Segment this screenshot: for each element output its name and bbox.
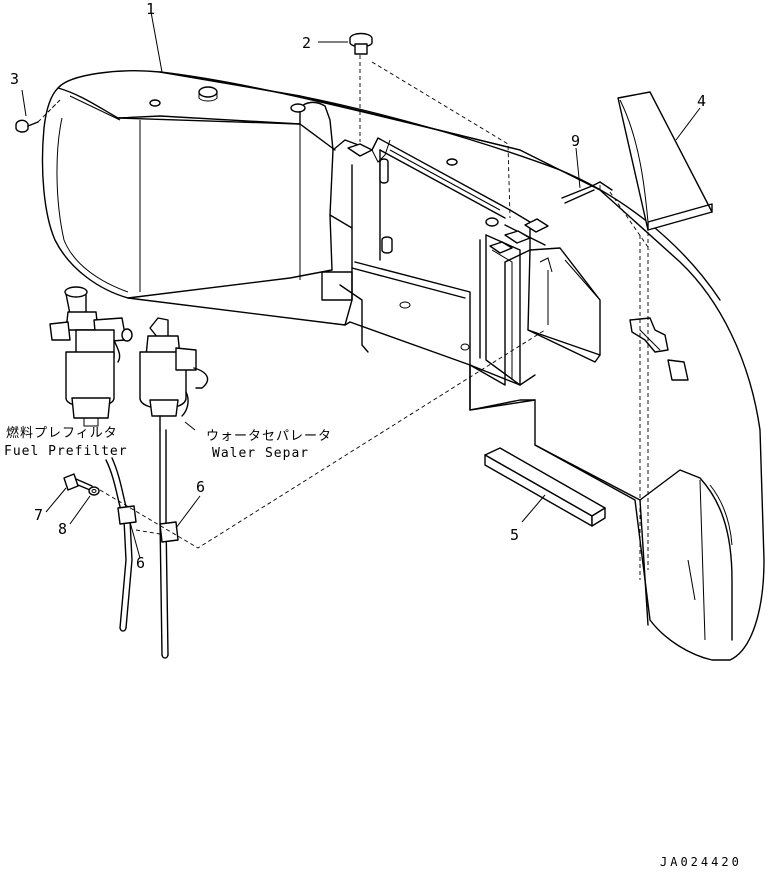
alignment-dashed-lines [37, 55, 651, 580]
water-separator-label-en: Waler Separ [212, 446, 309, 461]
plate-part-4 [617, 91, 713, 231]
callout-8: 8 [58, 520, 67, 538]
plug-part-2 [349, 32, 373, 55]
callout-3: 3 [10, 70, 19, 88]
callout-6-prefilter-hose: 6 [136, 554, 145, 572]
drawing-code: JA024420 [660, 855, 742, 869]
hoses-and-clamps [105, 429, 179, 659]
fuel-prefilter-label-en: Fuel Prefilter [4, 444, 128, 459]
fuel-prefilter-label-jp: 燃料プレフィルタ [6, 425, 118, 441]
bolt-part-7 [63, 473, 93, 491]
callout-5: 5 [510, 526, 519, 544]
callout-1: 1 [146, 0, 155, 18]
leader-lines [21, 11, 701, 559]
callout-9: 9 [571, 132, 580, 150]
callout-6-water-separator-hose: 6 [196, 478, 205, 496]
cover-assembly [41, 70, 765, 661]
callout-7: 7 [34, 506, 43, 524]
callout-2: 2 [302, 34, 311, 52]
water-separator-label-jp: ウォータセパレータ [206, 429, 332, 444]
block-part-5 [484, 447, 606, 527]
rod-part-9 [561, 181, 613, 204]
fuel-prefilter-assembly [49, 286, 133, 427]
water-separator-assembly [139, 317, 209, 431]
callout-4: 4 [697, 92, 706, 110]
washer-part-8 [88, 486, 100, 496]
screw-part-3 [15, 119, 39, 133]
